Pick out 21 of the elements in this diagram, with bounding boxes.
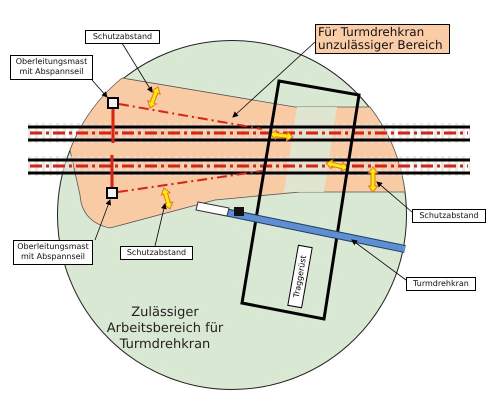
callout-label: Für Turmdrehkran unzulässiger Bereich [315,24,450,54]
area-label: Zulässiger Arbeitsbereich für Turmdrehkran [106,305,224,353]
clearance-indicator [160,187,174,210]
callout-label: Oberleitungsmast mit Abspannseil [13,240,93,265]
leader-line [376,181,412,212]
clearance-indicator [368,166,378,193]
leader-line [154,203,167,246]
clearance-indicator [147,86,161,109]
mast-square [106,187,118,199]
callout-label: Schutzabstand [120,246,193,260]
leader-line [122,42,153,93]
callout-label: Turmdrehkran [406,277,476,291]
mast-square [107,97,119,109]
crane-jib-drawing [195,201,406,253]
callout-label: Oberleitungsmast mit Abspannseil [10,55,93,80]
leader-line [232,42,316,118]
callout-label: Schutzabstand [412,209,486,223]
callout-label: Schutzabstand [85,30,160,44]
leader-line [92,80,108,98]
leader-line [94,199,112,240]
leader-line [351,239,406,280]
